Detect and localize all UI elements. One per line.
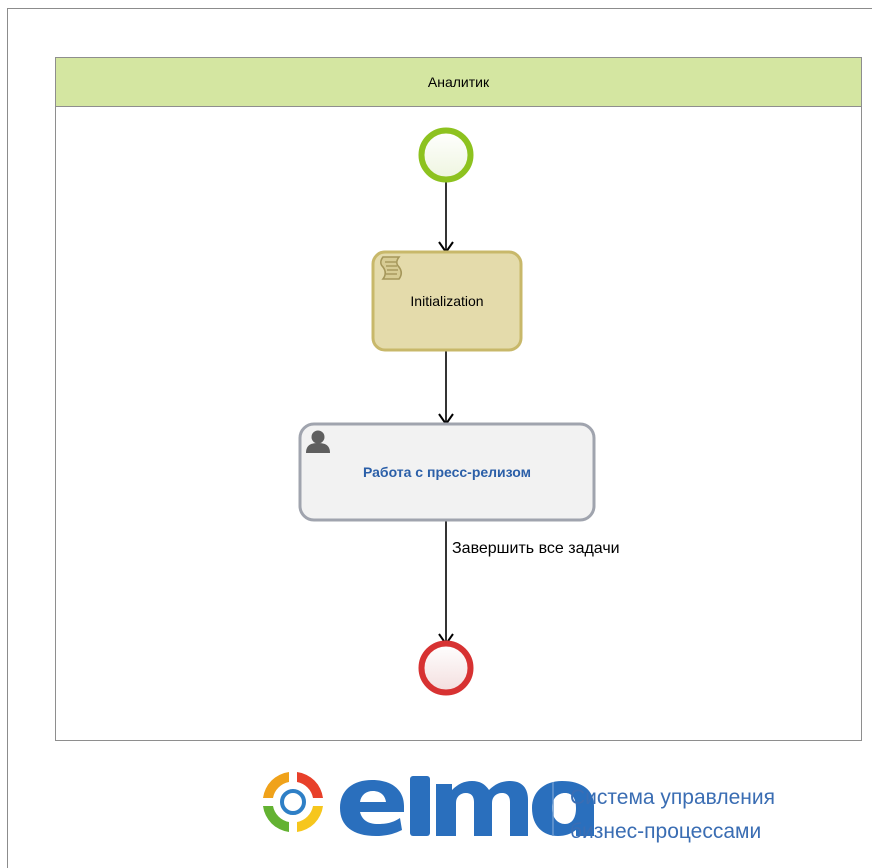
logo-wordmark (340, 776, 594, 836)
logo-tagline-line1: Система управления (570, 786, 775, 809)
flow-user-to-end[interactable] (438, 521, 454, 646)
script-task-label: Initialization (410, 293, 484, 309)
logo-tagline-line2: бизнес-процессами (570, 820, 762, 843)
flow-script-to-user[interactable] (438, 351, 454, 426)
swimlane-title: Аналитик (427, 74, 490, 90)
swimlane-header[interactable]: Аналитик (56, 58, 861, 107)
user-task-label: Работа с пресс-релизом (362, 464, 531, 480)
end-event[interactable] (418, 640, 474, 696)
flow-condition-label: Завершить все задачи (452, 540, 620, 557)
script-icon (379, 256, 403, 280)
user-icon (306, 430, 330, 453)
user-task[interactable] (298, 422, 596, 522)
logo-emblem-icon (263, 772, 323, 832)
script-task[interactable] (371, 250, 523, 352)
start-event[interactable] (418, 127, 474, 183)
flow-start-to-script[interactable] (438, 182, 454, 254)
elma-logo (263, 772, 594, 836)
canvas-frame (7, 8, 872, 868)
